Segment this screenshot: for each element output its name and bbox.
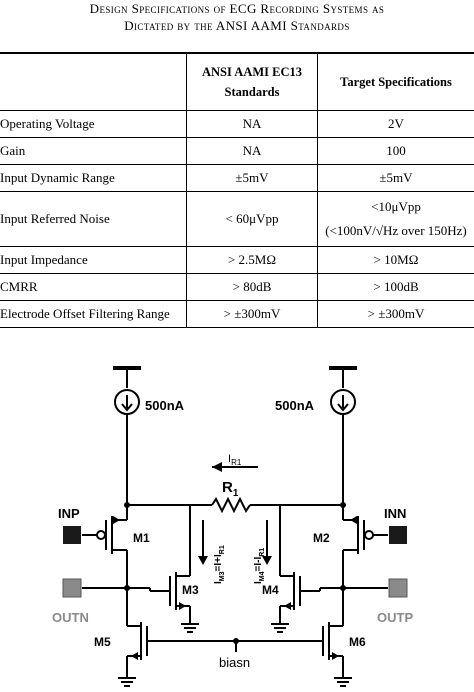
svg-text:IM3=I+IR1: IM3=I+IR1 <box>213 545 226 584</box>
svg-text:M2: M2 <box>313 531 330 545</box>
noise-target-line-1: <10μVpp <box>371 199 421 214</box>
transistor-m2 <box>342 505 374 588</box>
svg-text:INN: INN <box>384 506 406 521</box>
table-row: Operating Voltage NA 2V <box>0 110 474 138</box>
header-parameter <box>0 52 187 111</box>
svg-text:OUTN: OUTN <box>52 610 89 625</box>
noise-target-line-2: (<100nV/√Hz over 150Hz) <box>325 223 467 238</box>
svg-text:M4: M4 <box>262 583 279 597</box>
header-target: Target Specifications <box>317 52 474 111</box>
svg-text:R1: R1 <box>222 479 239 499</box>
current-source-left <box>114 389 140 415</box>
svg-text:OUTP: OUTP <box>377 610 413 625</box>
table-row: Electrode Offset Filtering Range > ±300m… <box>0 300 474 328</box>
current-source-right <box>330 389 356 415</box>
resistor-r1 <box>211 496 251 514</box>
table-row: Input Impedance > 2.5MΩ > 10MΩ <box>0 246 474 274</box>
table-row: CMRR > 80dB > 100dB <box>0 273 474 301</box>
svg-text:IM4=I-IR1: IM4=I-IR1 <box>253 548 266 584</box>
transistor-m4 <box>271 572 301 633</box>
caption-line-1: Design Specifications of ECG Recording S… <box>89 1 385 16</box>
transistor-m5 <box>118 588 148 687</box>
svg-text:M3: M3 <box>182 583 199 597</box>
svg-text:M6: M6 <box>349 635 366 649</box>
specifications-table: ANSI AAMI EC13 Standards Target Specific… <box>0 52 474 328</box>
svg-text:INP: INP <box>58 506 80 521</box>
transistor-m6 <box>322 588 352 687</box>
svg-text:M1: M1 <box>133 531 150 545</box>
svg-text:IR1: IR1 <box>228 453 242 467</box>
header-standard: ANSI AAMI EC13 Standards <box>186 52 318 111</box>
table-row: Input Dynamic Range ±5mV ±5mV <box>0 164 474 192</box>
transistor-m1 <box>96 505 128 588</box>
svg-text:M5: M5 <box>94 635 111 649</box>
inp-terminal <box>63 526 81 544</box>
inn-terminal <box>389 526 407 544</box>
source-left-label: 500nA <box>145 398 185 413</box>
outn-terminal <box>62 578 82 598</box>
amplifier-schematic: 500nA 500nA IR1 R1 M1 INP M2 INN <box>52 366 413 687</box>
im4-arrow <box>262 556 272 565</box>
biasn-label: biasn <box>219 655 250 670</box>
im3-arrow <box>198 556 208 565</box>
transistor-m3 <box>169 572 199 633</box>
caption-line-2: Dictated by the ANSI AAMI Standards <box>124 18 350 33</box>
table-row: Gain NA 100 <box>0 137 474 165</box>
table-header-row: ANSI AAMI EC13 Standards Target Specific… <box>0 52 474 111</box>
outp-terminal <box>388 578 408 598</box>
ir1-arrow <box>212 462 222 472</box>
source-right-label: 500nA <box>275 398 315 413</box>
table-row: Input Referred Noise < 60μVpp <10μVpp (<… <box>0 191 474 247</box>
table-caption: Design Specifications of ECG Recording S… <box>0 0 474 34</box>
